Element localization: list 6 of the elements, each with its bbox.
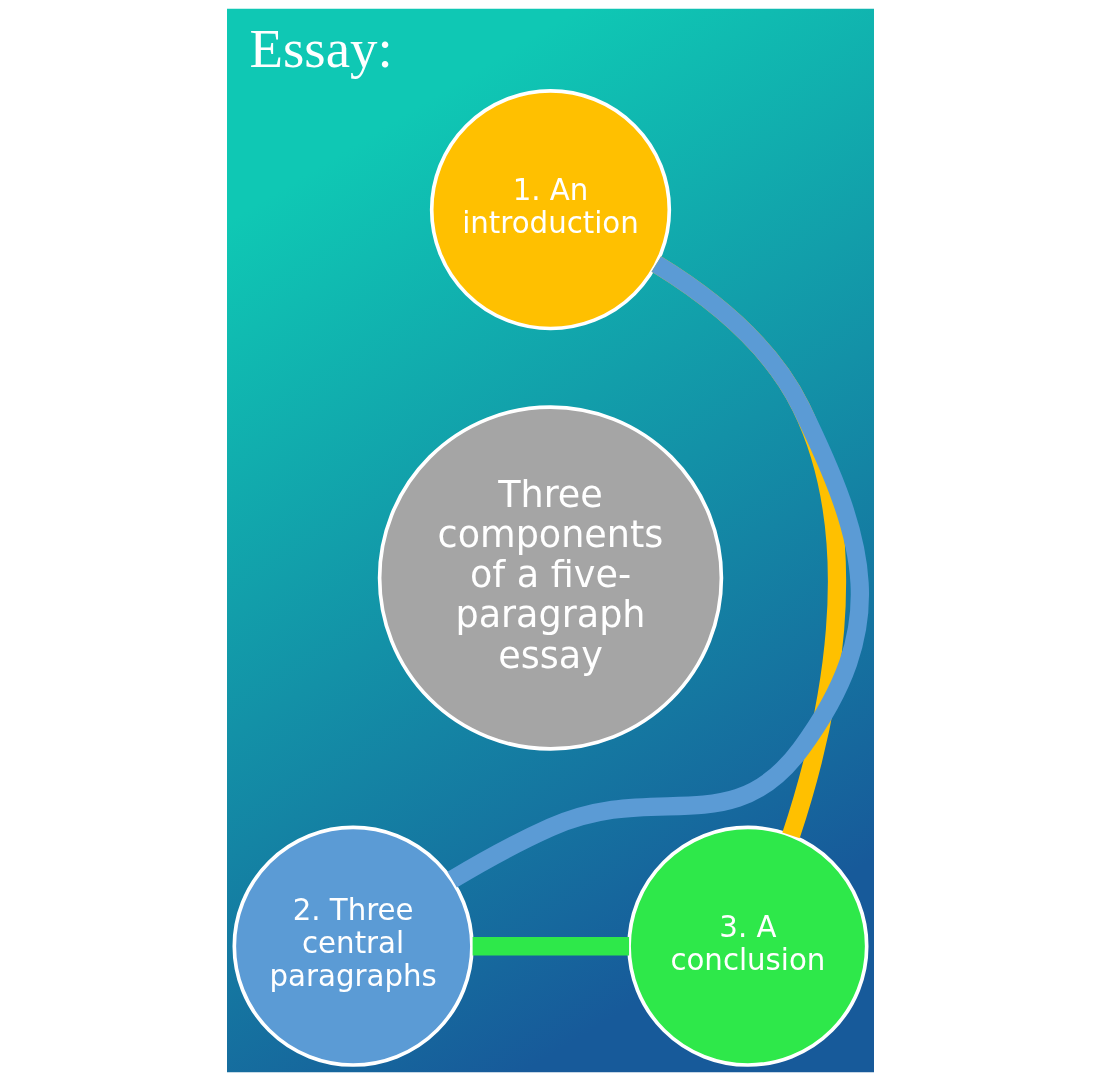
node-circle: 2. Three central paragraphs bbox=[232, 825, 474, 1067]
node-circle: 3. A conclusion bbox=[627, 825, 869, 1067]
diagram-title: Essay: bbox=[249, 18, 393, 80]
node-circle: 1. An introduction bbox=[429, 89, 672, 331]
connector bbox=[472, 937, 630, 956]
node-circle: Three components of a five-paragraph essay bbox=[377, 405, 724, 751]
